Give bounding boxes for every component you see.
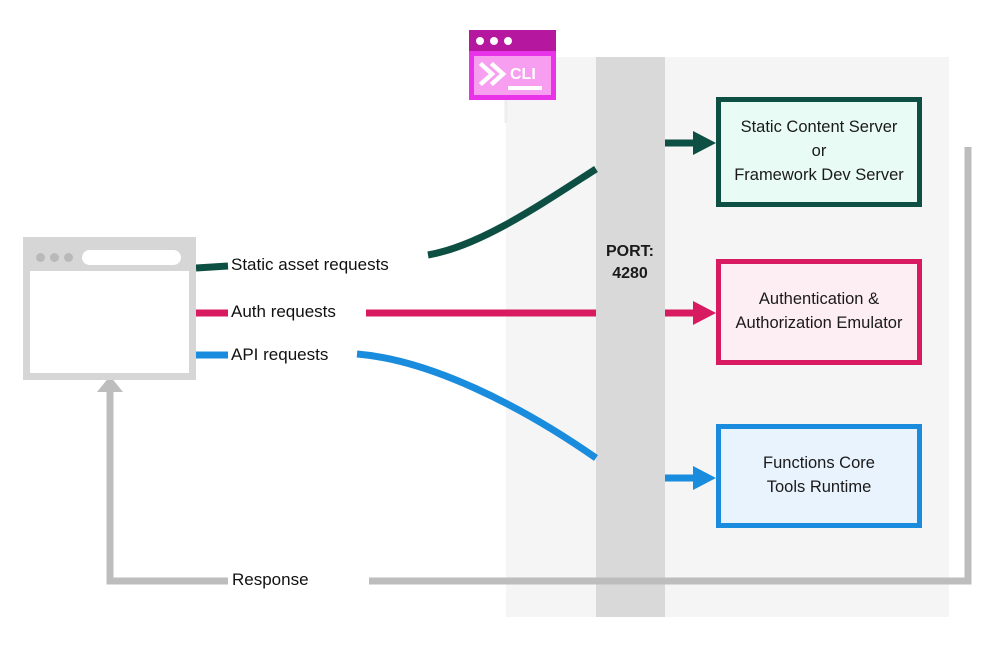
response-to-browser-path — [106, 392, 228, 585]
service-box-static-content-server-text: Static Content Server or Framework Dev S… — [726, 116, 912, 188]
browser-viewport — [30, 271, 189, 373]
flow-label-api-requests: API requests — [231, 345, 329, 364]
cli-screen: CLI — [474, 56, 551, 95]
service-line-1: Authentication & — [758, 290, 880, 309]
service-line-2: or — [811, 142, 827, 161]
service-line-2: Authorization Emulator — [735, 314, 903, 332]
browser-dot-3 — [64, 253, 73, 262]
service-line-1: Functions Core — [763, 454, 875, 473]
cli-cursor-bar — [508, 86, 542, 90]
service-box-functions-runtime-text: Functions Core Tools Runtime — [755, 452, 883, 500]
response-arrowhead — [97, 376, 123, 392]
service-line-3: Framework Dev Server — [734, 165, 904, 184]
service-line-2: Tools Runtime — [766, 478, 872, 496]
service-box-static-content-server[interactable]: Static Content Server or Framework Dev S… — [716, 97, 922, 207]
static-flow-arrowhead — [693, 131, 716, 155]
response-return-path — [369, 147, 972, 585]
cli-dot-3 — [504, 36, 512, 45]
flow-label-static-asset-requests: Static asset requests — [231, 255, 389, 274]
flow-label-response: Response — [232, 570, 309, 589]
cli-prompt-glyphs: CLI — [478, 61, 542, 90]
cli-body: CLI — [469, 51, 556, 100]
flow-label-auth-requests: Auth requests — [231, 302, 336, 321]
cli-terminal-icon: CLI — [469, 30, 556, 100]
service-line-1: Static Content Server — [740, 118, 898, 137]
api-flow-arrowhead — [693, 466, 716, 490]
browser-window[interactable] — [23, 237, 196, 380]
cli-chevron-1-icon — [478, 61, 496, 87]
api-flow-curve — [356, 350, 599, 461]
cli-titlebar — [469, 30, 556, 51]
browser-dot-1 — [36, 253, 45, 262]
service-box-auth-emulator-text: Authentication & Authorization Emulator — [728, 288, 911, 336]
browser-dot-2 — [50, 253, 59, 262]
static-flow-curve — [427, 166, 598, 259]
cli-dot-1 — [476, 36, 484, 45]
port-bar — [596, 57, 665, 617]
auth-flow-arrowhead — [693, 301, 716, 325]
browser-titlebar — [30, 244, 189, 271]
cli-label: CLI — [510, 66, 536, 83]
browser-address-bar[interactable] — [82, 250, 181, 265]
service-box-auth-emulator[interactable]: Authentication & Authorization Emulator — [716, 259, 922, 365]
service-box-functions-runtime[interactable]: Functions Core Tools Runtime — [716, 424, 922, 528]
cli-chevron-2-icon — [489, 61, 507, 87]
static-flow-stub — [195, 262, 229, 272]
port-label: PORT: 4280 — [595, 241, 665, 284]
cli-dot-2 — [490, 36, 498, 45]
port-label-line2: 4280 — [612, 264, 648, 282]
port-label-line1: PORT: — [606, 243, 654, 260]
